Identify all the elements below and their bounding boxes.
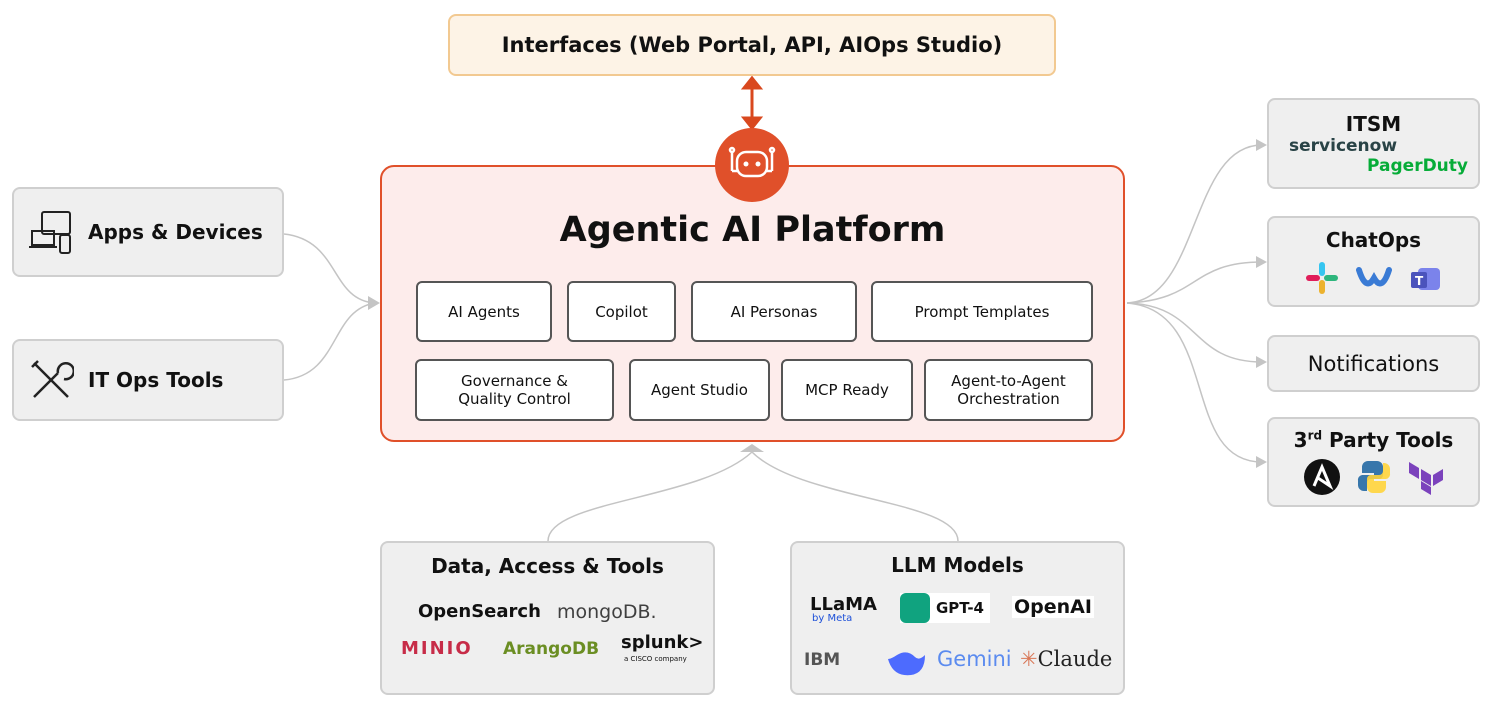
pagerduty-logo: PagerDuty (1367, 155, 1468, 176)
apps-devices-box: Apps & Devices (12, 187, 284, 277)
notifications-label: Notifications (1307, 351, 1440, 376)
capability-prompt-templates: Prompt Templates (871, 281, 1093, 342)
robot-icon (715, 128, 789, 202)
splunk-logo: splunk> (621, 632, 704, 653)
splunk-tagline: a CISCO company (624, 655, 687, 663)
data-tools-box (380, 541, 715, 695)
svg-text:T: T (1415, 274, 1424, 288)
ansible-icon (1303, 459, 1340, 495)
apps-devices-label: Apps & Devices (88, 220, 263, 244)
devices-icon (29, 211, 71, 254)
capability-agent-studio: Agent Studio (629, 359, 770, 421)
it-ops-tools-label: IT Ops Tools (88, 368, 224, 392)
interfaces-label: Interfaces (Web Portal, API, AIOps Studi… (501, 33, 1003, 57)
capability-ai-agents: AI Agents (416, 281, 552, 342)
gpt4-label: GPT-4 (936, 599, 984, 617)
third-party-label: 3rd Party Tools (1294, 428, 1454, 452)
chatops-box: ChatOps T (1267, 216, 1480, 307)
notifications-box: Notifications (1267, 335, 1480, 392)
capability-mcp-ready: MCP Ready (781, 359, 913, 421)
it-ops-tools-box: IT Ops Tools (12, 339, 284, 421)
servicenow-logo: servicenow (1289, 135, 1398, 156)
itsm-label: ITSM (1345, 111, 1402, 136)
openai-icon (900, 593, 930, 623)
meta-logo: by Meta (812, 613, 853, 624)
python-icon (1357, 461, 1390, 493)
itsm-box: ITSM servicenow PagerDuty (1267, 98, 1480, 189)
capability-copilot: Copilot (567, 281, 676, 342)
platform-title: Agentic AI Platform (559, 210, 946, 250)
claude-label: Claude (1037, 647, 1113, 671)
interfaces-box: Interfaces (Web Portal, API, AIOps Studi… (448, 14, 1056, 76)
slack-icon (1305, 261, 1338, 294)
ibm-logo: IBM (804, 650, 841, 670)
teams-icon: T (1410, 267, 1440, 290)
bidirectional-arrow (740, 75, 764, 131)
llm-title: LLM Models (891, 553, 1024, 577)
claude-logo: ✳Claude (1020, 647, 1112, 671)
third-party-sup: rd (1307, 428, 1323, 443)
deepseek-icon (888, 652, 925, 676)
data-tools-title: Data, Access & Tools (431, 554, 664, 578)
mongodb-logo: mongoDB. (557, 601, 657, 623)
capability-ai-personas: AI Personas (691, 281, 857, 342)
chatops-label: ChatOps (1325, 227, 1422, 252)
capability-agent-to-agent: Agent-to-Agent Orchestration (924, 359, 1093, 421)
third-party-rest: Party Tools (1322, 428, 1454, 452)
openai-logo: OpenAI (1012, 596, 1094, 618)
webex-icon (1355, 266, 1392, 286)
arangodb-logo: ArangoDB (503, 639, 600, 659)
claude-icon: ✳ (1020, 647, 1038, 671)
terraform-icon (1408, 462, 1443, 495)
tools-icon (31, 360, 74, 398)
third-party-tools-box: 3rd Party Tools (1267, 417, 1480, 507)
opensearch-logo: OpenSearch (418, 601, 541, 622)
gemini-logo: Gemini (937, 647, 1012, 671)
third-party-num: 3 (1293, 428, 1308, 452)
llama-logo: LLaMA (810, 594, 877, 615)
capability-governance: Governance & Quality Control (415, 359, 614, 421)
gpt4-logo: GPT-4 (900, 593, 990, 623)
minio-logo: MINIO (401, 638, 473, 659)
